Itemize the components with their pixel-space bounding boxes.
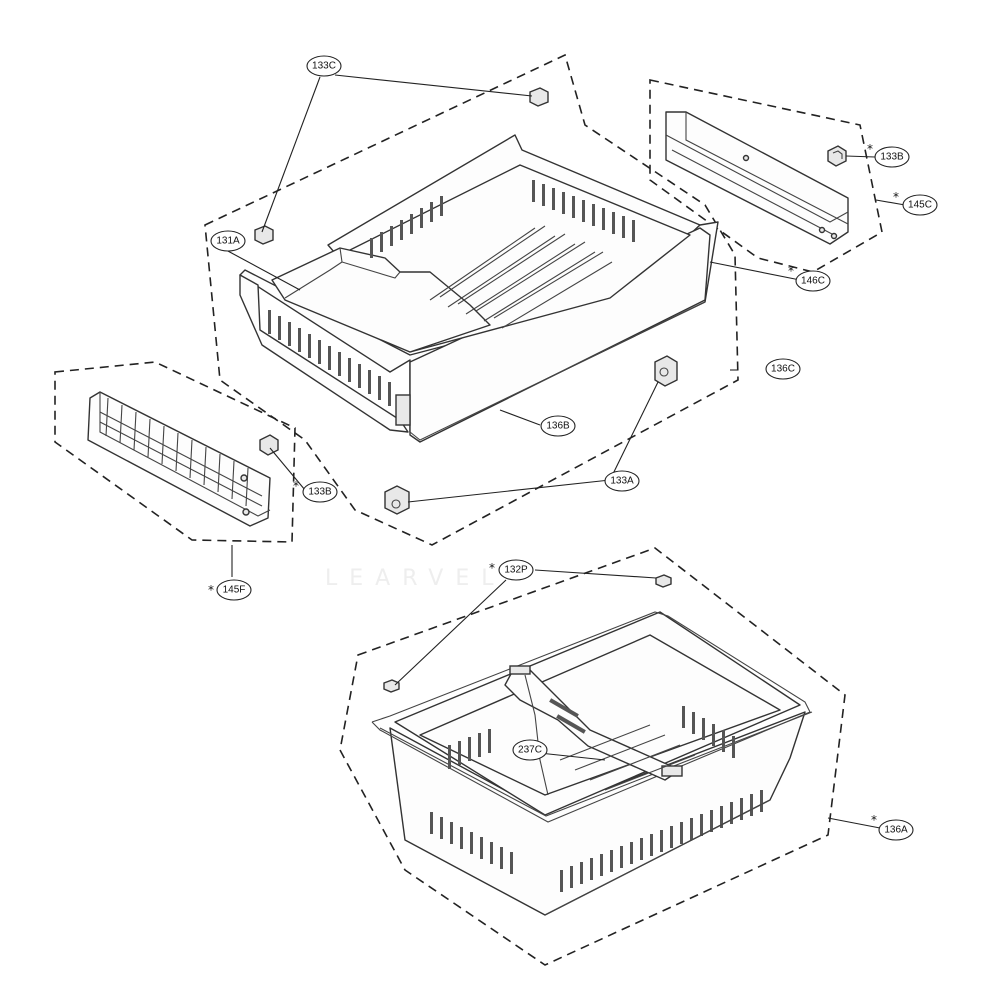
callout-145c-star: *: [893, 190, 899, 204]
left-rail-group-outline: [54, 361, 296, 543]
callout-237c-label: 237C: [518, 745, 542, 756]
callout-133a: 133A: [604, 470, 640, 492]
upper-drawer-group-outline: [204, 53, 739, 546]
callout-133b-top-star: *: [867, 142, 873, 156]
basket-back-slots: [448, 706, 735, 769]
leader-lines: [225, 74, 906, 829]
clip-133b-top-part: [827, 145, 847, 167]
left-rail-grid: [99, 397, 263, 507]
right-rail-group-outline: [649, 79, 883, 273]
left-rail-part: [87, 391, 271, 527]
callout-136b-label: 136B: [546, 421, 570, 432]
callout-132p-label: 132P: [504, 565, 528, 576]
callout-133b-left-star: *: [293, 479, 299, 493]
right-rail-part: [665, 111, 849, 245]
callout-131a: 131A: [210, 230, 246, 252]
clip-133b-left-part: [259, 434, 279, 456]
upper-drawer-part: [239, 134, 719, 443]
clip-133c-lower-part: [254, 225, 274, 245]
callout-136a: * 136A: [871, 813, 914, 841]
callout-136a-label: 136A: [884, 825, 908, 836]
basket-front-slots: [430, 790, 763, 892]
lower-basket-group-outline: [339, 547, 846, 966]
callout-132p-star: *: [489, 561, 495, 575]
callout-133b-top: * 133B: [867, 142, 910, 168]
callout-145f-label: 145F: [223, 585, 246, 596]
callout-133c-label: 133C: [312, 61, 336, 72]
callout-136c: 136C: [765, 358, 801, 380]
callout-237c: 237C: [512, 739, 548, 761]
callout-133b-top-label: 133B: [880, 152, 904, 163]
callout-145f: * 145F: [208, 579, 252, 601]
callout-136c-label: 136C: [771, 364, 795, 375]
clip-133c-upper-part: [529, 87, 549, 107]
callout-145f-star: *: [208, 583, 214, 597]
callout-146c-star: *: [788, 264, 794, 278]
callout-145c: * 145C: [893, 190, 938, 216]
callout-132p: * 132P: [489, 559, 534, 581]
callout-131a-label: 131A: [216, 236, 240, 247]
pad-132p-left-part: [383, 679, 400, 693]
watermark-text: LEARVEL: [325, 566, 506, 591]
callout-136b: 136B: [540, 415, 576, 437]
drawer-side-slots: [268, 310, 391, 406]
drawer-back-slots: [370, 180, 635, 258]
callout-133b-left-label: 133B: [308, 487, 332, 498]
callout-133a-label: 133A: [610, 476, 634, 487]
roller-133a-right-part: [654, 355, 678, 387]
callout-133b-left: * 133B: [293, 479, 338, 503]
callout-136a-star: *: [871, 813, 877, 827]
callout-146c-label: 146C: [801, 276, 825, 287]
pad-132p-right-part: [655, 574, 672, 588]
callout-133c: 133C: [306, 55, 342, 77]
lower-basket-part: [371, 611, 813, 916]
callout-145c-label: 145C: [908, 200, 932, 211]
callout-146c: * 146C: [788, 264, 831, 292]
roller-133a-left-part: [384, 485, 410, 515]
